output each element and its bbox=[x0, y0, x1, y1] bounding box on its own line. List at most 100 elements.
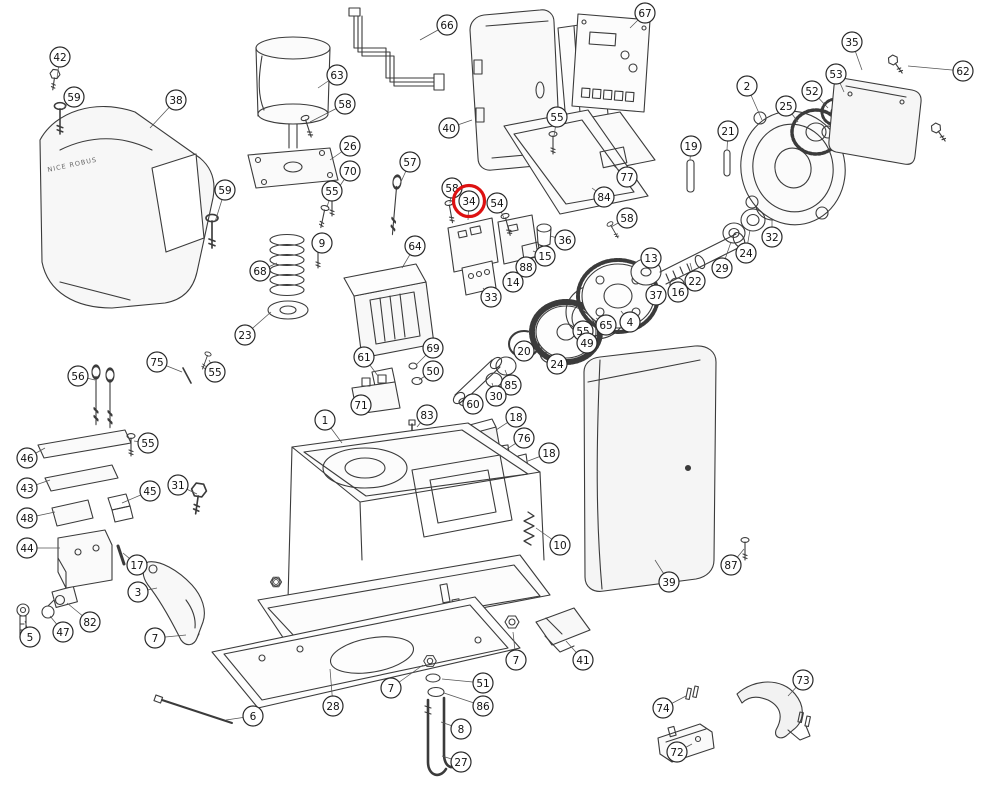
callout-77: 77 bbox=[616, 166, 638, 188]
callout-74: 74 bbox=[652, 697, 674, 719]
callout-number: 2 bbox=[744, 81, 751, 93]
callout-number: 45 bbox=[143, 486, 156, 498]
callout-82: 82 bbox=[79, 611, 101, 633]
callout-number: 70 bbox=[343, 166, 356, 178]
callout-24: 24 bbox=[735, 242, 757, 264]
callout-44: 44 bbox=[16, 537, 38, 559]
callout-number: 24 bbox=[550, 359, 564, 371]
callout-number: 33 bbox=[484, 292, 497, 304]
callout-27: 27 bbox=[450, 751, 472, 773]
callout-24: 24 bbox=[546, 353, 568, 375]
callout-59: 59 bbox=[63, 86, 85, 108]
callout-number: 58 bbox=[620, 213, 633, 225]
callout-number: 21 bbox=[721, 126, 734, 138]
callout-number: 85 bbox=[504, 380, 517, 392]
rear-cover bbox=[583, 345, 750, 592]
callout-number: 22 bbox=[688, 276, 701, 288]
callout-number: 35 bbox=[845, 37, 858, 49]
main-housing bbox=[257, 422, 551, 646]
callout-45: 45 bbox=[139, 480, 161, 502]
callout-38: 38 bbox=[165, 89, 187, 111]
callout-number: 38 bbox=[169, 95, 182, 107]
callout-number: 86 bbox=[476, 701, 490, 713]
callout-55: 55 bbox=[204, 361, 226, 383]
callout-55: 55 bbox=[546, 106, 568, 128]
callout-number: 15 bbox=[538, 251, 551, 263]
callout-46: 46 bbox=[16, 447, 38, 469]
callout-number: 88 bbox=[519, 262, 532, 274]
callout-number: 76 bbox=[517, 433, 531, 445]
callout-number: 16 bbox=[671, 287, 685, 299]
callout-number: 55 bbox=[141, 438, 154, 450]
callout-3: 3 bbox=[127, 581, 149, 603]
callout-number: 49 bbox=[580, 338, 593, 350]
callout-number: 46 bbox=[20, 453, 34, 465]
callout-52: 52 bbox=[801, 80, 823, 102]
callout-6: 6 bbox=[242, 705, 264, 727]
callout-number: 41 bbox=[576, 655, 589, 667]
callout-49: 49 bbox=[576, 332, 598, 354]
mounting-arm bbox=[503, 109, 656, 215]
callout-61: 61 bbox=[353, 346, 375, 368]
highlight-circle bbox=[451, 183, 487, 219]
lock-parts bbox=[16, 585, 78, 639]
callout-number: 87 bbox=[724, 560, 737, 572]
callout-47: 47 bbox=[52, 621, 74, 643]
release-handle bbox=[107, 481, 209, 646]
callout-number: 18 bbox=[509, 412, 522, 424]
callout-number: 13 bbox=[644, 253, 657, 265]
callout-76: 76 bbox=[513, 427, 535, 449]
callout-number: 56 bbox=[71, 371, 85, 383]
callout-50: 50 bbox=[422, 360, 444, 382]
callout-85: 85 bbox=[500, 374, 522, 396]
callout-number: 43 bbox=[20, 483, 33, 495]
callout-63: 63 bbox=[326, 64, 348, 86]
left-brackets bbox=[37, 429, 132, 589]
callout-number: 39 bbox=[662, 577, 675, 589]
callout-71: 71 bbox=[350, 394, 372, 416]
callout-number: 14 bbox=[506, 277, 520, 289]
callout-62: 62 bbox=[952, 60, 974, 82]
callout-number: 31 bbox=[171, 480, 184, 492]
callout-number: 63 bbox=[330, 70, 343, 82]
callout-1: 1 bbox=[314, 409, 336, 431]
callout-number: 74 bbox=[656, 703, 670, 715]
callout-7: 7 bbox=[144, 627, 166, 649]
side-parts bbox=[504, 511, 591, 653]
callout-number: 36 bbox=[558, 235, 572, 247]
callout-number: 59 bbox=[218, 185, 231, 197]
callout-21: 21 bbox=[717, 120, 739, 142]
left-screws bbox=[90, 350, 213, 457]
callout-9: 9 bbox=[311, 232, 333, 254]
callout-number: 17 bbox=[130, 560, 143, 572]
callout-number: 77 bbox=[620, 172, 633, 184]
callout-41: 41 bbox=[572, 649, 594, 671]
callout-13: 13 bbox=[640, 247, 662, 269]
callout-75: 75 bbox=[146, 351, 168, 373]
callout-72: 72 bbox=[666, 741, 688, 763]
wire-harness bbox=[348, 7, 445, 91]
callout-number: 82 bbox=[83, 617, 96, 629]
callout-42: 42 bbox=[49, 46, 71, 68]
callout-7: 7 bbox=[380, 677, 402, 699]
callout-number: 34 bbox=[462, 196, 476, 208]
callout-number: 7 bbox=[388, 683, 395, 695]
callout-number: 27 bbox=[454, 757, 467, 769]
callout-number: 23 bbox=[238, 330, 251, 342]
callout-37: 37 bbox=[645, 284, 667, 306]
callout-number: 7 bbox=[152, 633, 159, 645]
callout-33: 33 bbox=[480, 286, 502, 308]
callout-58: 58 bbox=[616, 207, 638, 229]
callout-number: 7 bbox=[513, 655, 520, 667]
callout-number: 64 bbox=[408, 241, 422, 253]
callout-number: 30 bbox=[489, 391, 502, 403]
callout-number: 55 bbox=[325, 186, 338, 198]
callout-73: 73 bbox=[792, 669, 814, 691]
callout-31: 31 bbox=[167, 474, 189, 496]
base-plate bbox=[153, 596, 521, 777]
callout-number: 67 bbox=[638, 8, 651, 20]
callout-number: 8 bbox=[458, 724, 465, 736]
callout-36: 36 bbox=[554, 229, 576, 251]
